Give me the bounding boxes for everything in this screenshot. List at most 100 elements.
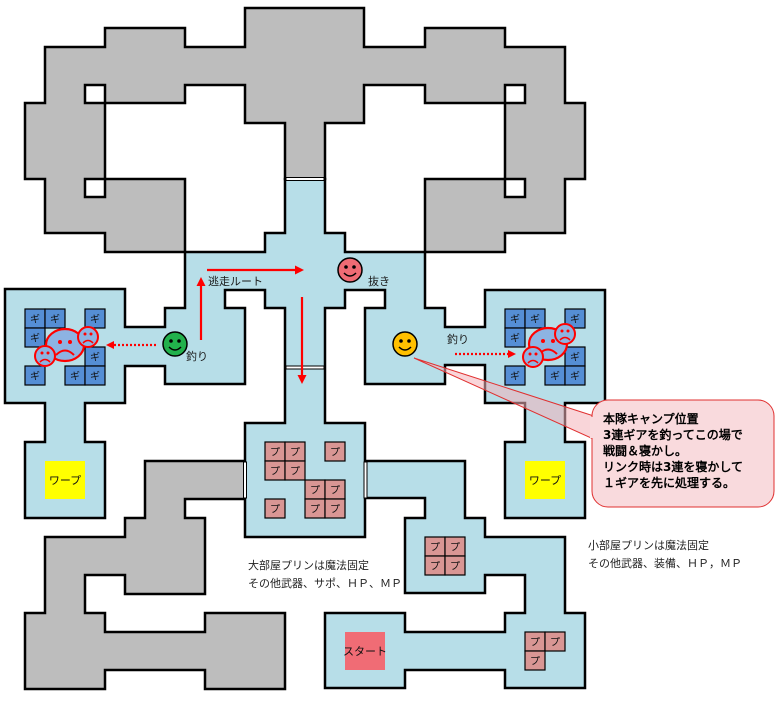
linked-enemy-group-left [34,326,99,367]
warp-left-box [45,461,85,499]
gear-cell-label: ギ [90,352,100,364]
monster-cells: ギギギギギギギギギギギギギギギギプププププププププププププププププ [24,308,586,671]
pudding-cell-label: プ [310,485,320,497]
route-arrow-down [297,297,307,384]
gear-cell-label: ギ [510,371,520,383]
lower-gray-area [23,459,287,691]
gear-cell-box [44,308,66,329]
pudding-cell: プ [264,441,286,462]
gear-cell-label: ギ [570,314,580,326]
escape-route-arrow-up [196,277,206,340]
pudding-cell: プ [284,441,306,462]
gear-cell-label: ギ [30,371,40,383]
gear-cell-box [84,365,106,386]
gear-cells-right: ギギギギギギギギ [504,308,586,386]
gear-cell: ギ [24,365,46,386]
gear-cells-left: ギギギギギギギギ [24,308,106,386]
pudding-cell-label: プ [530,656,540,668]
start-label: スタート [343,645,387,658]
warp-right-label: ワープ [529,474,561,487]
pudding-cell: プ [444,555,466,576]
pull-left-label: 釣り [186,349,208,363]
gear-cell-label: ギ [550,371,560,383]
pudding-cell: プ [304,479,326,500]
pudding-cell-box [544,631,566,652]
gear-cell: ギ [84,365,106,386]
gear-cell: ギ [24,327,46,348]
main-blue-area [3,177,607,690]
pillar-hole [83,83,107,105]
gear-cell: ギ [84,308,106,329]
pudding-cell: プ [264,498,286,519]
door-large-room-west [243,461,247,499]
gear-cell: ギ [64,365,86,386]
puller-label: 抜き [368,274,390,288]
pudding-cell-label: プ [550,637,560,649]
pudding-cell-label: プ [450,542,460,554]
gear-cell: ギ [84,346,106,367]
pudding-cell-box [324,498,346,519]
green-smiley-icon [162,331,188,357]
pudding-cell-label: プ [330,504,340,516]
gear-cell-box [504,327,526,348]
pudding-cell-label: プ [290,466,300,478]
gear-cell-label: ギ [30,314,40,326]
door-north-corridor [285,177,325,181]
pudding-cell: プ [544,631,566,652]
gear-cell-label: ギ [50,314,60,326]
pudding-cell-label: プ [430,561,440,573]
pink-smiley-icon [337,257,363,283]
pudding-cell-box [524,650,546,671]
pull-arrow-left [106,341,156,349]
large-room-note-line-1: 大部屋プリンは魔法固定 [248,558,369,572]
gear-cell-label: ギ [70,371,80,383]
pudding-cell-label: プ [330,447,340,459]
gear-cell-label: ギ [30,333,40,345]
callout-line-4: リンク時は3連を寝かして [603,459,743,474]
gear-cell: ギ [504,365,526,386]
frowning-face-icon [522,346,544,368]
pudding-cell: プ [264,460,286,481]
pudding-cell-label: プ [270,504,280,516]
gear-cell-label: ギ [570,352,580,364]
pudding-cell-box [324,441,346,462]
large-room-note-line-2: その他武器、サポ、ＨＰ、ＭＰ [248,577,402,590]
pudding-cell-label: プ [290,447,300,459]
gear-cell: ギ [44,308,66,329]
escape-route-arrow-right [207,265,304,275]
pudding-cell-label: プ [310,504,320,516]
frowning-face-icon [554,323,576,345]
callout-bubble [591,399,775,508]
gear-cell-box [24,327,46,348]
gear-cell-label: ギ [530,314,540,326]
gear-cell: ギ [564,346,586,367]
gear-cell-label: ギ [510,314,520,326]
pudding-cell: プ [424,555,446,576]
gear-cell-box [84,308,106,329]
door-central-corridor [285,365,325,370]
callout-line-1: 本隊キャンプ位置 [603,411,699,426]
pudding-cell-label: プ [330,485,340,497]
pillar-hole [503,177,527,199]
gear-cell: ギ [544,365,566,386]
warp-left-label: ワープ [49,474,81,487]
linked-enemy-group-right [522,323,576,368]
pillar-hole [83,177,107,199]
pudding-cell: プ [524,631,546,652]
pudding-cell: プ [304,498,326,519]
frowning-face-icon [77,326,99,348]
gear-cell-box [504,365,526,386]
frowning-face-icon [34,345,56,367]
escape-route-label: 逃走ルート [208,275,263,288]
callout-line-5: １ギアを先に処理する。 [603,475,735,490]
gear-cell: ギ [504,308,526,329]
pudding-cell: プ [524,650,546,671]
pull-arrow-right [455,350,516,358]
pudding-cell: プ [424,536,446,557]
small-room-note-line-1: 小部屋プリンは魔法固定 [588,538,709,552]
gear-cell-label: ギ [90,314,100,326]
yellow-smiley-icon [392,331,418,357]
gear-cell: ギ [524,308,546,329]
pudding-cell-box [264,498,286,519]
